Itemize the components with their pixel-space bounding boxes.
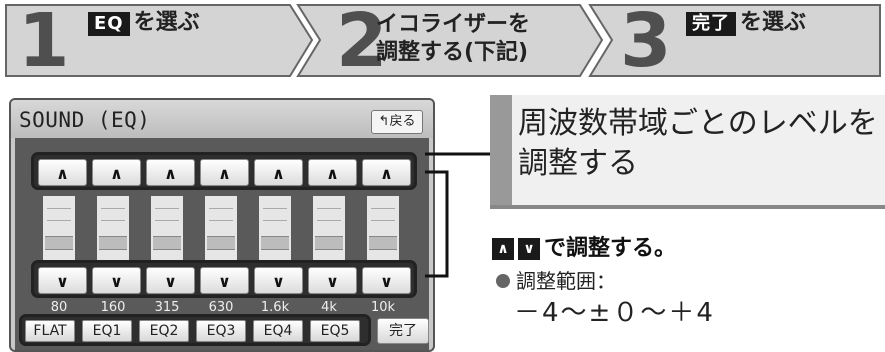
preset-row: FLAT EQ1 EQ2 EQ3 EQ4 EQ5 xyxy=(19,314,371,346)
note-accent-bar xyxy=(490,95,512,207)
step-3-label: を選ぶ xyxy=(740,10,807,35)
down-button-1.6k[interactable]: ∨ xyxy=(254,267,303,294)
done-tag: 完了 xyxy=(686,12,736,36)
down-button-4k[interactable]: ∨ xyxy=(308,267,357,294)
eq-screen: SOUND (EQ) ↰戻る ∧ ∧ ∧ ∧ ∧ ∧ ∧ xyxy=(9,98,435,352)
preset-eq3-button[interactable]: EQ3 xyxy=(196,320,246,342)
note-underline xyxy=(490,205,885,209)
up-button-630[interactable]: ∧ xyxy=(200,159,249,186)
down-button-315[interactable]: ∨ xyxy=(146,267,195,294)
down-arrow-row: ∨ ∨ ∨ ∨ ∨ ∨ ∨ xyxy=(31,260,417,298)
down-button-80[interactable]: ∨ xyxy=(38,267,87,294)
range-label-text: 調整範囲： xyxy=(516,269,616,293)
step-2-text-line1: イコライザーを xyxy=(376,12,531,37)
freq-label: 160 xyxy=(100,300,126,315)
slider-knob[interactable] xyxy=(45,236,73,250)
done-button[interactable]: 完了 xyxy=(377,318,429,344)
note-title: 周波数帯域ごとのレベルを 調整する xyxy=(518,104,878,184)
slider-knob[interactable] xyxy=(315,236,343,250)
slider-knob[interactable] xyxy=(261,236,289,250)
instruction: ∧∨で調整する。 xyxy=(492,230,676,262)
freq-label: 80 xyxy=(50,300,68,315)
step-2-number: 2 xyxy=(336,0,388,84)
slider-knob[interactable] xyxy=(369,236,397,250)
freq-label: 10k xyxy=(370,300,396,315)
down-button-160[interactable]: ∨ xyxy=(92,267,141,294)
freq-label: 1.6k xyxy=(260,300,290,315)
up-arrow-row: ∧ ∧ ∧ ∧ ∧ ∧ ∧ xyxy=(31,152,417,190)
instruction-text: で調整する。 xyxy=(544,236,677,261)
step-2-text-line2: 調整する(下記) xyxy=(376,40,529,65)
bullet-icon xyxy=(496,274,510,288)
screen-header: SOUND (EQ) ↰戻る xyxy=(11,100,433,138)
preset-flat-button[interactable]: FLAT xyxy=(25,320,75,342)
note-box xyxy=(490,95,885,207)
up-button-80[interactable]: ∧ xyxy=(38,159,87,186)
note-title-line1: 周波数帯域ごとのレベルを xyxy=(518,106,878,141)
slider-knob[interactable] xyxy=(153,236,181,250)
preset-eq5-button[interactable]: EQ5 xyxy=(310,320,360,342)
step-1-label: を選ぶ xyxy=(133,10,200,35)
step-banner-shapes xyxy=(5,4,881,77)
freq-label: 4k xyxy=(321,300,337,315)
down-button-10k[interactable]: ∨ xyxy=(362,267,411,294)
up-button-315[interactable]: ∧ xyxy=(146,159,195,186)
step-1-number: 1 xyxy=(18,0,70,84)
up-button-1.6k[interactable]: ∧ xyxy=(254,159,303,186)
back-arrow-icon: ↰ xyxy=(378,114,390,129)
back-button[interactable]: ↰戻る xyxy=(371,110,423,134)
down-key-icon: ∨ xyxy=(518,238,540,260)
slider-knob[interactable] xyxy=(207,236,235,250)
range-label: 調整範囲： xyxy=(496,265,616,294)
freq-label: 315 xyxy=(154,300,180,315)
preset-eq2-button[interactable]: EQ2 xyxy=(139,320,189,342)
range-value: －4～±０～＋4 xyxy=(514,298,715,328)
step-3-number: 3 xyxy=(620,0,672,84)
up-button-10k[interactable]: ∧ xyxy=(362,159,411,186)
up-button-160[interactable]: ∧ xyxy=(92,159,141,186)
up-key-icon: ∧ xyxy=(492,238,514,260)
freq-label: 630 xyxy=(208,300,234,315)
eq-tag: EQ xyxy=(88,12,130,36)
preset-eq1-button[interactable]: EQ1 xyxy=(82,320,132,342)
screen-title: SOUND (EQ) xyxy=(19,108,151,132)
eq-area: ∧ ∧ ∧ ∧ ∧ ∧ ∧ xyxy=(15,138,429,350)
note-title-line2: 調整する xyxy=(518,146,638,181)
back-button-label: 戻る xyxy=(389,114,416,129)
preset-eq4-button[interactable]: EQ4 xyxy=(253,320,303,342)
step-3-text: 完了を選ぶ xyxy=(686,10,806,36)
slider-knob[interactable] xyxy=(99,236,127,250)
down-button-630[interactable]: ∨ xyxy=(200,267,249,294)
up-button-4k[interactable]: ∧ xyxy=(308,159,357,186)
